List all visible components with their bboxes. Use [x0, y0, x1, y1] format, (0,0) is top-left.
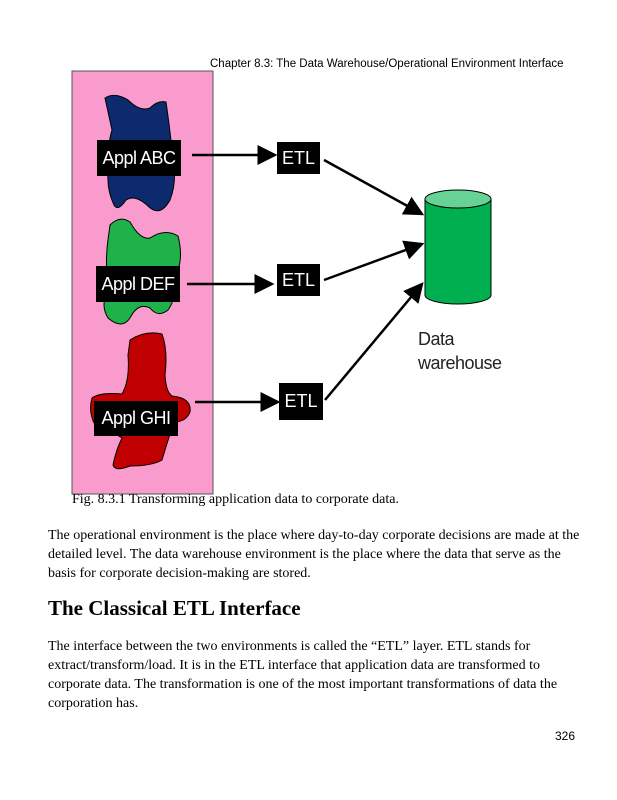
appl-ghi-label: Appl GHI	[94, 401, 178, 436]
figure-caption: Fig. 8.3.1 Transforming application data…	[72, 492, 399, 507]
data-warehouse-label: Data warehouse	[418, 329, 502, 373]
etl-box-2: ETL	[277, 264, 320, 296]
etl-box-3: ETL	[279, 383, 323, 420]
appl-def-label: Appl DEF	[96, 266, 180, 302]
appl-abc-label: Appl ABC	[97, 140, 181, 176]
arrow-etl1-dw	[323, 158, 425, 216]
paragraph-1: The operational environment is the place…	[48, 528, 580, 581]
arrow-etl2-dw	[323, 240, 425, 282]
data-warehouse-cylinder	[424, 189, 492, 305]
etl-box-1: ETL	[277, 142, 320, 174]
paragraph-2: The interface between the two environmen…	[48, 639, 558, 711]
page-number: 326	[555, 729, 576, 743]
section-heading: The Classical ETL Interface	[48, 596, 301, 620]
running-header: Chapter 8.3: The Data Warehouse/Operatio…	[210, 58, 564, 70]
etl-diagram	[71, 70, 492, 495]
arrow-etl3-dw	[324, 282, 424, 401]
